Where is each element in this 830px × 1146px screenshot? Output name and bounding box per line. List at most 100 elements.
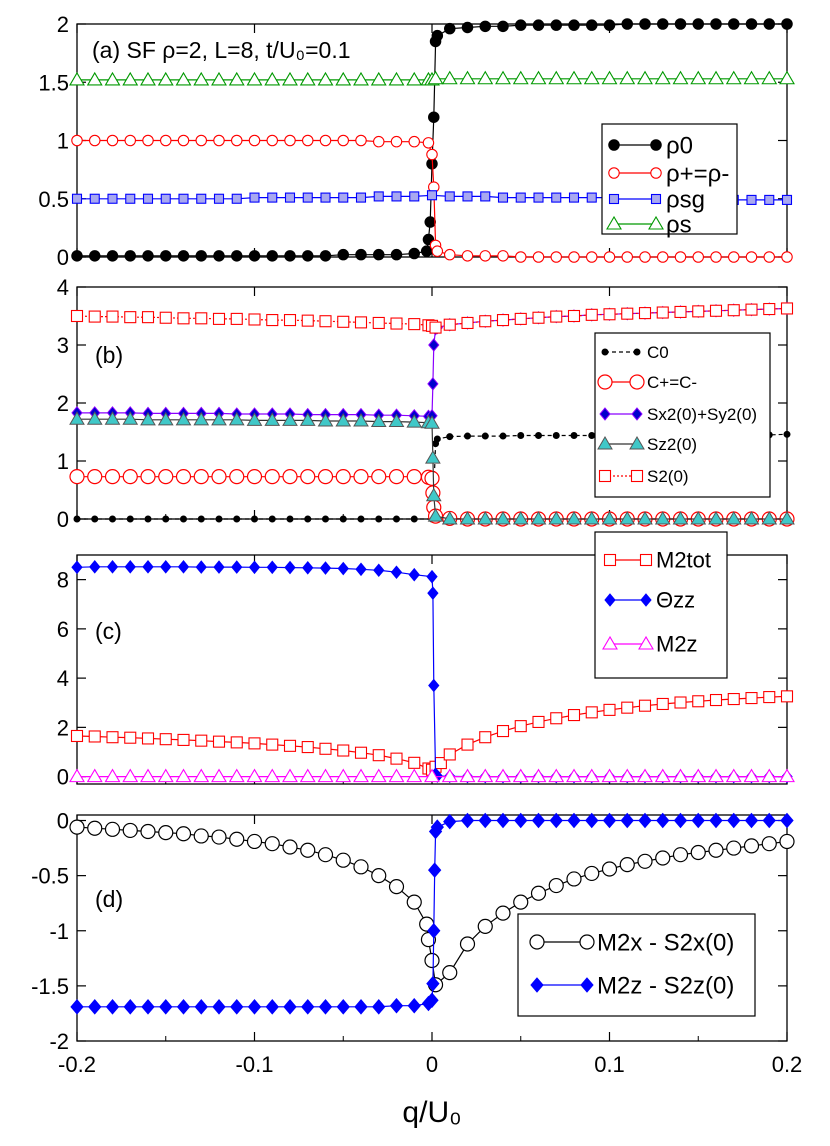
data-point xyxy=(319,561,332,575)
data-point xyxy=(426,975,440,992)
data-point xyxy=(304,515,312,523)
data-point xyxy=(372,135,385,148)
data-point xyxy=(459,511,476,525)
data-point xyxy=(212,999,226,1015)
data-point xyxy=(431,245,444,257)
data-point xyxy=(690,70,707,85)
data-point xyxy=(495,511,511,525)
data-point xyxy=(406,469,422,485)
data-point xyxy=(583,768,600,783)
legend-label: Θzz xyxy=(656,588,695,613)
data-point xyxy=(779,833,795,850)
data-point xyxy=(548,877,564,894)
data-point xyxy=(373,191,384,202)
series-M²tot xyxy=(70,690,794,776)
data-point xyxy=(104,768,121,783)
data-point xyxy=(301,314,314,327)
data-point xyxy=(496,725,510,738)
data-point xyxy=(672,768,689,783)
data-point xyxy=(284,250,296,262)
data-point xyxy=(391,191,402,202)
data-point xyxy=(459,70,476,85)
data-point xyxy=(177,733,190,746)
data-point xyxy=(763,302,776,316)
data-point xyxy=(157,411,174,426)
data-point xyxy=(408,247,420,260)
data-point xyxy=(672,847,689,863)
data-point xyxy=(427,377,439,391)
y-tick-label: -1.5 xyxy=(31,974,69,999)
legend-item: C0 xyxy=(601,343,669,362)
data-point xyxy=(461,316,474,330)
data-point xyxy=(424,768,440,783)
data-point xyxy=(763,18,775,30)
data-point xyxy=(106,310,119,323)
data-point xyxy=(530,70,547,85)
data-point xyxy=(317,768,334,783)
data-point xyxy=(780,690,794,703)
data-point xyxy=(692,305,705,318)
data-point xyxy=(299,71,316,86)
data-point xyxy=(585,19,598,31)
data-point xyxy=(725,511,742,525)
data-point xyxy=(424,415,440,429)
data-point xyxy=(710,251,722,263)
data-point xyxy=(639,553,653,567)
legend-box xyxy=(594,332,771,498)
data-point xyxy=(650,167,662,179)
series-M²z xyxy=(69,768,795,783)
data-point xyxy=(212,312,226,325)
data-point xyxy=(211,829,227,845)
data-point xyxy=(427,922,441,939)
data-point xyxy=(603,308,616,321)
data-point xyxy=(606,215,622,230)
legend-label: C0 xyxy=(647,343,669,362)
data-point xyxy=(727,692,740,706)
legend-label: M2z xyxy=(656,632,698,657)
data-point xyxy=(429,321,442,334)
data-point xyxy=(408,135,420,148)
data-point xyxy=(284,134,296,147)
data-point xyxy=(248,560,261,575)
data-point xyxy=(372,749,385,762)
legend-item: Sz2(0) xyxy=(597,435,697,454)
data-point xyxy=(228,71,245,86)
data-point xyxy=(727,251,740,263)
data-point xyxy=(650,193,662,205)
data-point xyxy=(690,768,707,783)
data-point xyxy=(601,348,609,356)
y-tick-label: 4 xyxy=(57,666,69,691)
data-point xyxy=(690,511,707,525)
data-point xyxy=(283,999,297,1015)
data-point xyxy=(585,308,598,321)
data-point xyxy=(105,999,120,1015)
data-point xyxy=(621,701,634,714)
data-point xyxy=(779,768,795,783)
data-point xyxy=(353,412,369,427)
data-point xyxy=(69,819,85,835)
data-point xyxy=(619,768,636,783)
data-point xyxy=(248,250,261,262)
data-point xyxy=(459,768,476,783)
data-point xyxy=(781,194,793,205)
data-point xyxy=(443,248,456,261)
legend-label: ρsg xyxy=(666,186,705,213)
data-point xyxy=(335,71,352,86)
data-point xyxy=(674,18,687,30)
data-point xyxy=(743,838,760,854)
x-tick-label: 0 xyxy=(426,1052,438,1077)
series-ρ+=ρ- xyxy=(71,134,793,263)
data-point xyxy=(430,819,444,835)
data-point xyxy=(443,748,456,761)
legend-label: ρ+=ρ- xyxy=(666,160,729,187)
data-point xyxy=(177,560,190,574)
data-point xyxy=(267,192,278,203)
data-point xyxy=(708,511,724,525)
data-point xyxy=(319,250,332,262)
legend-item: ρ+=ρ- xyxy=(608,160,729,187)
data-point xyxy=(141,732,155,745)
data-point xyxy=(251,515,258,523)
data-point xyxy=(320,192,331,203)
data-point xyxy=(229,831,245,847)
